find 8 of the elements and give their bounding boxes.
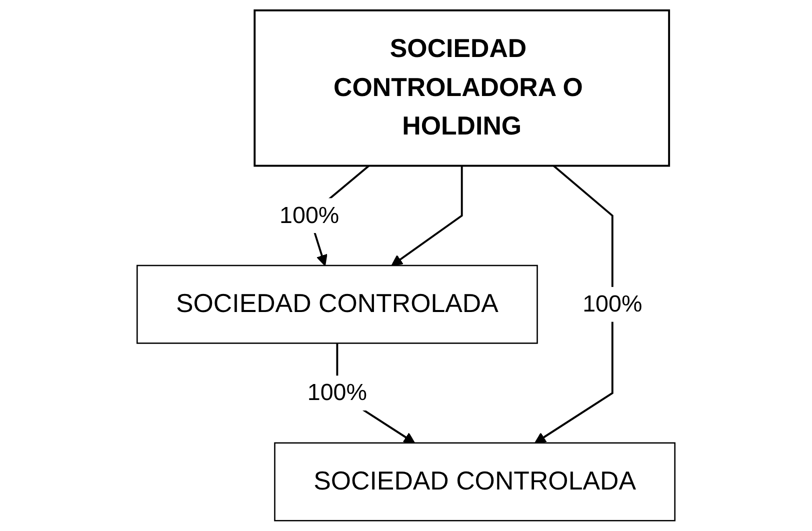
node-box: SOCIEDAD CONTROLADA: [274, 442, 676, 522]
arrow: [534, 165, 614, 444]
edge-label: 100%: [582, 290, 642, 317]
edge-label: 100%: [280, 202, 340, 228]
edge-label: 100%: [307, 379, 368, 406]
node-box: SOCIEDAD CONTROLADA: [136, 264, 538, 344]
node-box: SOCIEDAD CONTROLADORA O HOLDING: [254, 9, 670, 167]
arrow: [391, 166, 463, 266]
